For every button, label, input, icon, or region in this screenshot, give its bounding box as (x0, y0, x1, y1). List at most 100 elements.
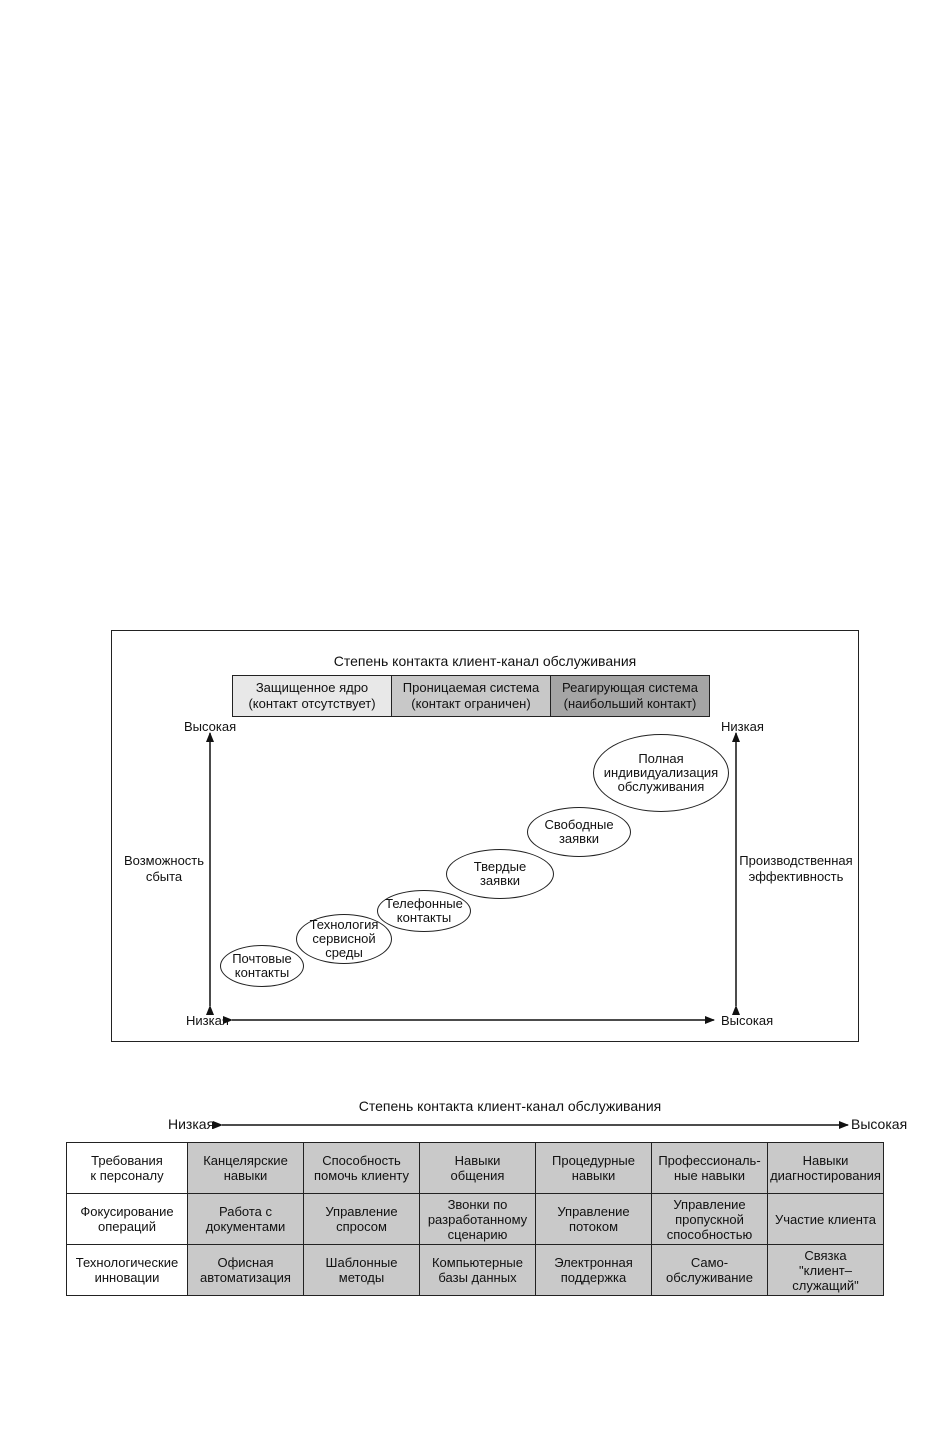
right-axis-bottom-label: Высокая (721, 1013, 774, 1028)
cell-line: Профессиональ- (658, 1153, 761, 1168)
contact-level-note: (наибольший контакт) (563, 696, 697, 711)
cell-line: помочь клиенту (314, 1168, 409, 1183)
cell-line: Шаблонные (325, 1255, 398, 1270)
table-cell: Само-обслуживание (651, 1244, 768, 1296)
cell-line: общения (450, 1168, 505, 1183)
cell-line: пропускной (675, 1211, 744, 1227)
cell-line: Связка (804, 1247, 847, 1263)
left-axis-title: Возможность сбыта (118, 853, 210, 885)
ellipse-text: обслуживания (617, 779, 705, 794)
table-cell: Участие клиента (767, 1193, 884, 1245)
ellipse-text: заявки (558, 831, 600, 846)
matrix-axis-arrow (213, 1121, 849, 1129)
cell-line: базы данных (438, 1270, 517, 1285)
cell-line: разработанному (427, 1211, 528, 1227)
right-axis-title-line: Производственная (739, 853, 853, 868)
left-axis-title-line: Возможность (123, 853, 205, 868)
contact-level-reactive-system: Реагирующая система (наибольший контакт) (551, 676, 709, 716)
ellipse-text: Свободные (544, 817, 614, 832)
cell-line: Управление (325, 1204, 398, 1219)
cell-line: Процедурные (552, 1153, 635, 1168)
ellipse-text: контакты (396, 910, 452, 925)
axes-arrows (206, 732, 740, 1024)
cell-line: "клиент–служащий" (792, 1262, 859, 1293)
contact-degree-caption: Степень контакта клиент-канал обслуживан… (333, 653, 637, 669)
cell-line: Компьютерные (431, 1255, 524, 1270)
cell-line: Само- (690, 1255, 729, 1270)
contact-level-permeable-system: Проницаемая система (контакт ограничен) (392, 676, 551, 716)
cell-line: обслуживание (666, 1270, 753, 1285)
row-header-line: инновации (94, 1270, 160, 1285)
cell-line: Офисная (217, 1255, 274, 1270)
cell-line: навыки (571, 1168, 616, 1183)
cell-line: Способность (322, 1153, 401, 1168)
row-header-line: Технологические (75, 1255, 179, 1270)
cell-line: методы (338, 1270, 385, 1285)
cell-line: способностью (666, 1226, 753, 1242)
ellipse-text: Телефонные (385, 896, 463, 911)
contact-level-bar: Защищенное ядро (контакт отсутствует) Пр… (232, 675, 710, 717)
cell-line: Звонки по (447, 1196, 508, 1212)
ellipse-full-customization: Полная индивидуализация обслуживания (593, 734, 729, 812)
ellipse-mail-contacts: Почтовые контакты (220, 945, 304, 987)
cell-line: Управление (557, 1204, 630, 1219)
matrix-axis-low-label: Низкая (168, 1116, 215, 1132)
cell-line: Навыки (454, 1153, 501, 1168)
cell-line: Канцелярские (203, 1153, 288, 1168)
contact-level-note: (контакт отсутствует) (248, 696, 376, 711)
matrix-caption: Степень контакта клиент-канал обслуживан… (358, 1098, 662, 1114)
ellipse-text: Технология (309, 917, 379, 932)
ellipse-text: контакты (234, 965, 290, 980)
contact-requirements-matrix: Степень контакта клиент-канал обслуживан… (0, 1090, 942, 1320)
right-axis-title: Производственная эффективность (734, 853, 858, 885)
left-axis-bottom-label: Низкая (186, 1013, 229, 1028)
table-cell: Связка"клиент–служащий" (767, 1244, 884, 1296)
left-axis-title-line: сбыта (145, 869, 183, 884)
ellipse-text: сервисной (312, 931, 376, 946)
contact-level-protected-core: Защищенное ядро (контакт отсутствует) (233, 676, 392, 716)
cell-line: навыки (223, 1168, 268, 1183)
ellipse-free-orders: Свободные заявки (527, 807, 631, 857)
cell-line: Управление (673, 1196, 746, 1212)
left-axis-top-label: Высокая (184, 719, 237, 734)
cell-line: диагностирования (770, 1168, 881, 1183)
ellipse-text: индивидуализация (603, 765, 719, 780)
cell-line: спросом (336, 1219, 387, 1234)
cell-line: Работа с (218, 1204, 272, 1219)
ellipse-firm-orders: Твердые заявки (446, 849, 554, 899)
ellipse-text: Твердые (473, 859, 527, 874)
ellipse-text: Полная (638, 751, 684, 766)
ellipse-service-environment-technology: Технология сервисной среды (296, 914, 392, 964)
contact-level-title: Защищенное ядро (255, 680, 369, 695)
right-axis-title-line: эффективность (748, 869, 844, 884)
row-header-line: Фокусирование (80, 1204, 174, 1219)
right-axis-top-label: Низкая (721, 719, 764, 734)
ellipse-text: Почтовые (232, 951, 292, 966)
cell-line: ные навыки (674, 1168, 745, 1183)
row-header-line: операций (98, 1219, 156, 1234)
cell-line: Электронная (554, 1255, 633, 1270)
ellipse-text: заявки (479, 873, 521, 888)
row-header-line: Требования (91, 1153, 163, 1168)
cell-line: потоком (568, 1219, 619, 1234)
cell-line: поддержка (560, 1270, 627, 1285)
contact-level-title: Реагирующая система (562, 680, 698, 695)
